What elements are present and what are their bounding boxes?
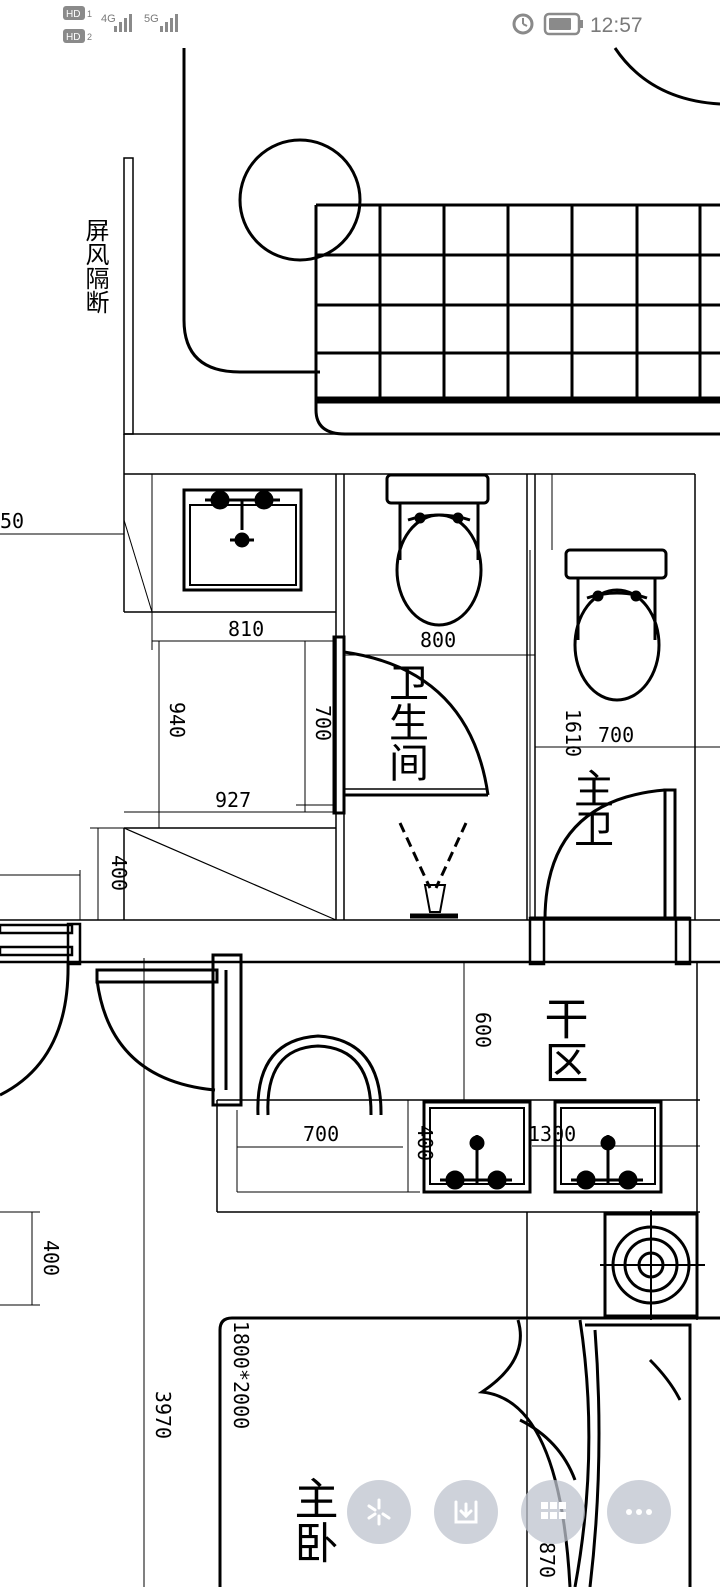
door-master-bath [530,788,690,921]
door-bedroom [95,953,243,1107]
svg-text:5G: 5G [144,13,159,25]
basin-3 [553,1100,663,1194]
dim-800: 800 [420,628,456,652]
label-master-bedroom: 主卧 [287,1476,338,1564]
shower-head [398,822,468,919]
grid-icon [541,1502,566,1519]
sim1-indicator: HD 1 [63,6,92,20]
floating-toolbar [0,1480,720,1560]
svg-text:4G: 4G [101,13,116,25]
dim-1610: 1610 [561,709,585,757]
label-screen-partition: 屏风隔断 [81,218,109,314]
dimension-lines [0,533,720,1587]
svg-text:HD: HD [66,9,80,20]
counter-outline [182,48,320,374]
dim-400b: 400 [413,1125,437,1161]
download-icon [454,1500,478,1524]
more-icon [626,1509,652,1515]
svg-text:HD: HD [66,32,80,43]
round-table [238,138,362,262]
top-arc [613,47,720,106]
battery-icon [543,12,583,36]
dim-3970: 3970 [151,1391,175,1439]
screen-partition [123,157,134,435]
toilet-1 [385,473,490,627]
dim-810: 810 [228,617,264,641]
dim-700a: 700 [311,705,335,741]
label-toilet-room: 卫生间 [382,662,428,782]
dim-940: 940 [165,702,189,738]
clock: 12:57 [590,14,643,37]
sparkle-icon [367,1498,391,1526]
more-button[interactable] [607,1480,671,1544]
svg-text:2: 2 [87,32,92,42]
signal-1-icon: 4G [101,13,132,32]
dim-400c: 400 [39,1240,63,1276]
dim-927: 927 [215,788,251,812]
tiled-bathtub [314,203,720,436]
signal-2-icon: 5G [144,13,178,32]
basin-2 [422,1100,532,1194]
toilet-2 [564,548,668,702]
sim2-indicator: HD 2 [63,29,92,43]
basin-1 [182,488,303,592]
dim-1300: 1300 [528,1122,576,1146]
dim-50: 50 [0,509,24,533]
washer [600,1210,705,1320]
dim-700c: 700 [303,1122,339,1146]
grid-button[interactable] [521,1480,585,1544]
dim-870: 870 [535,1542,559,1578]
label-master-bath: 主卫 [567,768,613,848]
download-button[interactable] [434,1480,498,1544]
dim-bed-size: 1800*2000 [229,1321,253,1429]
edit-button[interactable] [347,1480,411,1544]
alarm-icon [512,13,534,35]
dim-700b: 700 [598,723,634,747]
dim-600: 600 [471,1012,495,1048]
dim-400a: 400 [107,855,131,891]
arch-fixture [256,1034,383,1116]
status-bar: HD 1 HD 2 4G 5G 12:57 [63,6,643,43]
label-dry-area: 干区 [537,996,588,1084]
door-toilet-room [332,635,490,815]
svg-text:1: 1 [87,9,92,19]
